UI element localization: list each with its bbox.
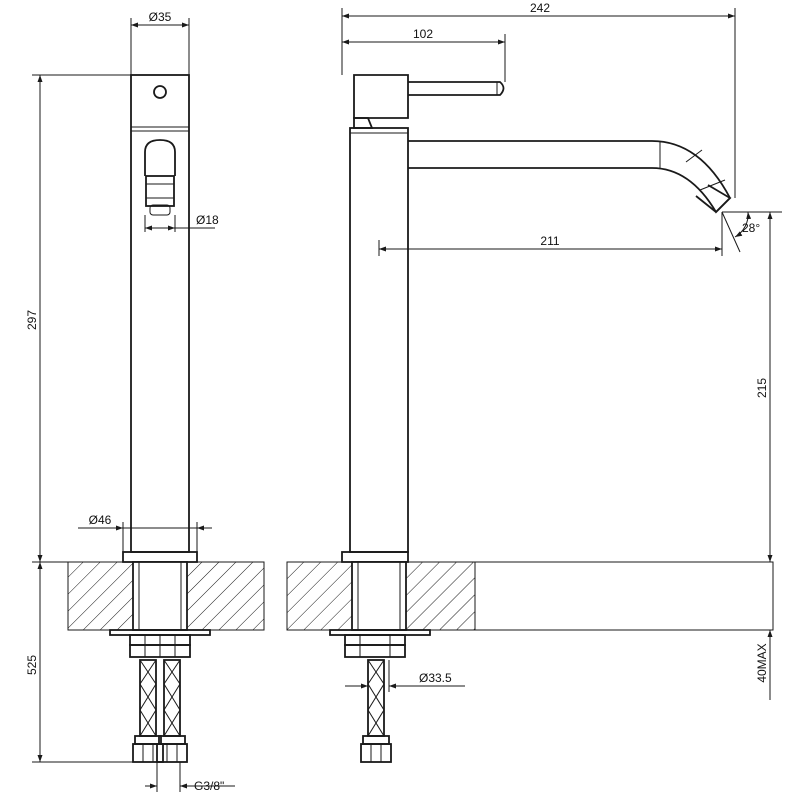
front-handle-hole: [153, 85, 167, 99]
side-body: [349, 127, 409, 553]
dim-spout-reach: 211: [540, 234, 559, 248]
front-view: Ø35 Ø18 Ø46 297 525 G3/8": [25, 10, 265, 793]
front-base-ring: [122, 551, 198, 563]
side-hose: [360, 659, 392, 763]
dim-spout-angle: 28°: [742, 221, 760, 235]
side-handle: [353, 74, 409, 119]
dim-max-counter-thickness: 40MAX: [755, 643, 769, 682]
dim-handle-length: 102: [413, 27, 433, 41]
dim-base-diameter: Ø46: [89, 513, 112, 527]
dim-top-diameter: Ø35: [149, 10, 172, 24]
dim-aerator-diameter: Ø18: [196, 213, 219, 227]
dim-overall-width: 242: [530, 1, 550, 15]
front-body: [130, 74, 190, 553]
dim-connection-thread: G3/8": [194, 779, 224, 793]
dim-fixing-nut-diameter: Ø33.5: [419, 671, 452, 685]
front-spout: [144, 139, 176, 176]
side-spout: [408, 140, 732, 214]
dim-overall-height: 297: [25, 310, 39, 330]
dim-clearance-height: 215: [755, 378, 769, 398]
dim-below-counter-length: 525: [25, 655, 39, 675]
front-hose-right: [156, 659, 188, 763]
front-hose-left: [132, 659, 164, 763]
side-view: 242 102 211 28° 215 40MAX Ø33.5: [286, 1, 782, 763]
